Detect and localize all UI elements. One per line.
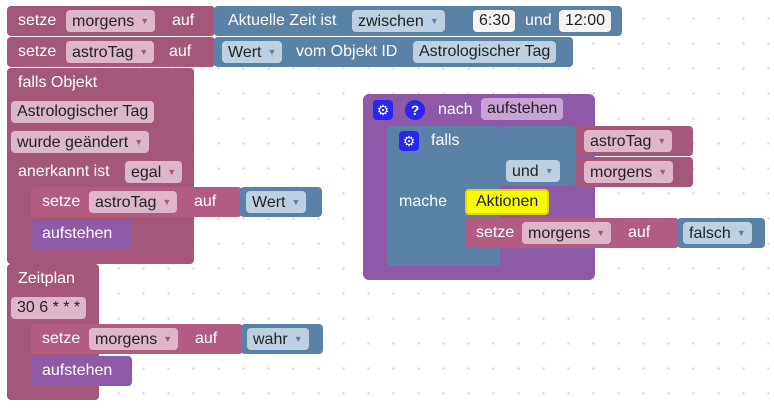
- chevron-down-icon: ▼: [140, 16, 150, 26]
- object-id-field[interactable]: Astrologischer Tag: [413, 41, 557, 63]
- logic-operator-dropdown[interactable]: und▼: [506, 160, 560, 182]
- acked-label: anerkannt ist: [18, 163, 110, 180]
- procedure-name-field[interactable]: aufstehen: [481, 98, 564, 120]
- procedure-prefix-label: nach: [438, 101, 473, 118]
- set-morgens-block[interactable]: setze morgens▼ auf: [7, 6, 215, 36]
- help-icon[interactable]: ?: [405, 100, 425, 120]
- function-value-block[interactable]: falsch▼: [677, 218, 765, 248]
- cron-field[interactable]: 30 6 * * *: [11, 297, 87, 319]
- set-label: setze: [18, 43, 57, 60]
- chevron-down-icon: ▼: [596, 228, 606, 238]
- if-label: falls: [431, 132, 460, 149]
- time-between-block[interactable]: Aktuelle Zeit ist zwischen▼ 6:30 und 12:…: [214, 6, 622, 36]
- chevron-down-icon: ▼: [267, 47, 277, 57]
- variable-dropdown-astrotag[interactable]: astroTag▼: [89, 191, 178, 213]
- from-object-label: vom Objekt ID: [296, 43, 398, 60]
- value-property-dropdown[interactable]: Wert▼: [222, 41, 283, 63]
- time-mode-dropdown[interactable]: zwischen▼: [352, 10, 445, 32]
- procedure-call-label: aufstehen: [42, 225, 113, 242]
- start-time-field[interactable]: 6:30: [473, 10, 515, 32]
- schedule-set-morgens-block[interactable]: setze morgens▼ auf: [31, 324, 243, 354]
- set-label: setze: [42, 193, 81, 210]
- trigger-object-field[interactable]: Astrologischer Tag: [11, 101, 155, 123]
- to-label: auf: [195, 330, 218, 347]
- chevron-down-icon: ▼: [291, 197, 301, 207]
- procedure-call-label: aufstehen: [42, 362, 113, 379]
- comment-block[interactable]: Aktionen: [465, 187, 563, 217]
- condition-astrotag-block[interactable]: astroTag▼: [576, 126, 693, 156]
- time-check-label: Aktuelle Zeit ist: [228, 12, 337, 29]
- acked-dropdown[interactable]: egal▼: [125, 161, 183, 183]
- logic-and-block[interactable]: und▼: [500, 126, 576, 186]
- chevron-down-icon: ▼: [429, 16, 439, 26]
- variable-dropdown-morgens[interactable]: morgens▼: [66, 10, 156, 32]
- set-label: setze: [42, 330, 81, 347]
- chevron-down-icon: ▼: [134, 137, 144, 147]
- to-label: auf: [628, 224, 651, 241]
- chevron-down-icon: ▼: [163, 334, 173, 344]
- trigger-set-astrotag-block[interactable]: setze astroTag▼ auf: [31, 187, 242, 217]
- comment-field[interactable]: Aktionen: [465, 189, 550, 215]
- get-value-block[interactable]: Wert▼ vom Objekt ID Astrologischer Tag: [214, 37, 573, 67]
- schedule-value-block[interactable]: wahr▼: [241, 324, 323, 354]
- trigger-event-dropdown[interactable]: wurde geändert▼: [11, 131, 150, 153]
- variable-dropdown-morgens[interactable]: morgens▼: [522, 222, 612, 244]
- variable-dropdown-morgens[interactable]: morgens▼: [89, 328, 179, 350]
- variable-dropdown-astrotag[interactable]: astroTag▼: [66, 41, 155, 63]
- function-set-morgens-block[interactable]: setze morgens▼ auf: [465, 218, 679, 248]
- trigger-call-procedure-block[interactable]: aufstehen: [31, 219, 132, 249]
- set-label: setze: [476, 224, 515, 241]
- and-label: und: [525, 12, 552, 29]
- value-dropdown[interactable]: wahr▼: [247, 328, 309, 350]
- schedule-header: Zeitplan: [18, 270, 75, 287]
- schedule-call-procedure-block[interactable]: aufstehen: [31, 356, 132, 386]
- set-label: setze: [18, 12, 57, 29]
- trigger-header: falls Objekt: [18, 74, 98, 91]
- to-label: auf: [169, 43, 192, 60]
- trigger-value-block[interactable]: Wert▼: [240, 187, 322, 217]
- condition-morgens-block[interactable]: morgens▼: [576, 157, 693, 187]
- chevron-down-icon: ▼: [658, 167, 668, 177]
- chevron-down-icon: ▼: [293, 334, 303, 344]
- chevron-down-icon: ▼: [139, 47, 149, 57]
- condition-variable-dropdown[interactable]: morgens▼: [584, 161, 674, 183]
- end-time-field[interactable]: 12:00: [559, 10, 612, 32]
- gear-icon[interactable]: ⚙: [373, 100, 393, 120]
- do-label: mache: [399, 193, 448, 210]
- to-label: auf: [172, 12, 195, 29]
- value-dropdown[interactable]: falsch▼: [683, 222, 752, 244]
- chevron-down-icon: ▼: [544, 166, 554, 176]
- to-label: auf: [194, 193, 217, 210]
- condition-variable-dropdown[interactable]: astroTag▼: [584, 130, 673, 152]
- set-astrotag-block[interactable]: setze astroTag▼ auf: [7, 37, 215, 67]
- chevron-down-icon: ▼: [736, 228, 746, 238]
- gear-icon[interactable]: ⚙: [399, 131, 419, 151]
- chevron-down-icon: ▼: [657, 136, 667, 146]
- chevron-down-icon: ▼: [162, 197, 172, 207]
- chevron-down-icon: ▼: [167, 167, 177, 177]
- value-dropdown[interactable]: Wert▼: [246, 191, 307, 213]
